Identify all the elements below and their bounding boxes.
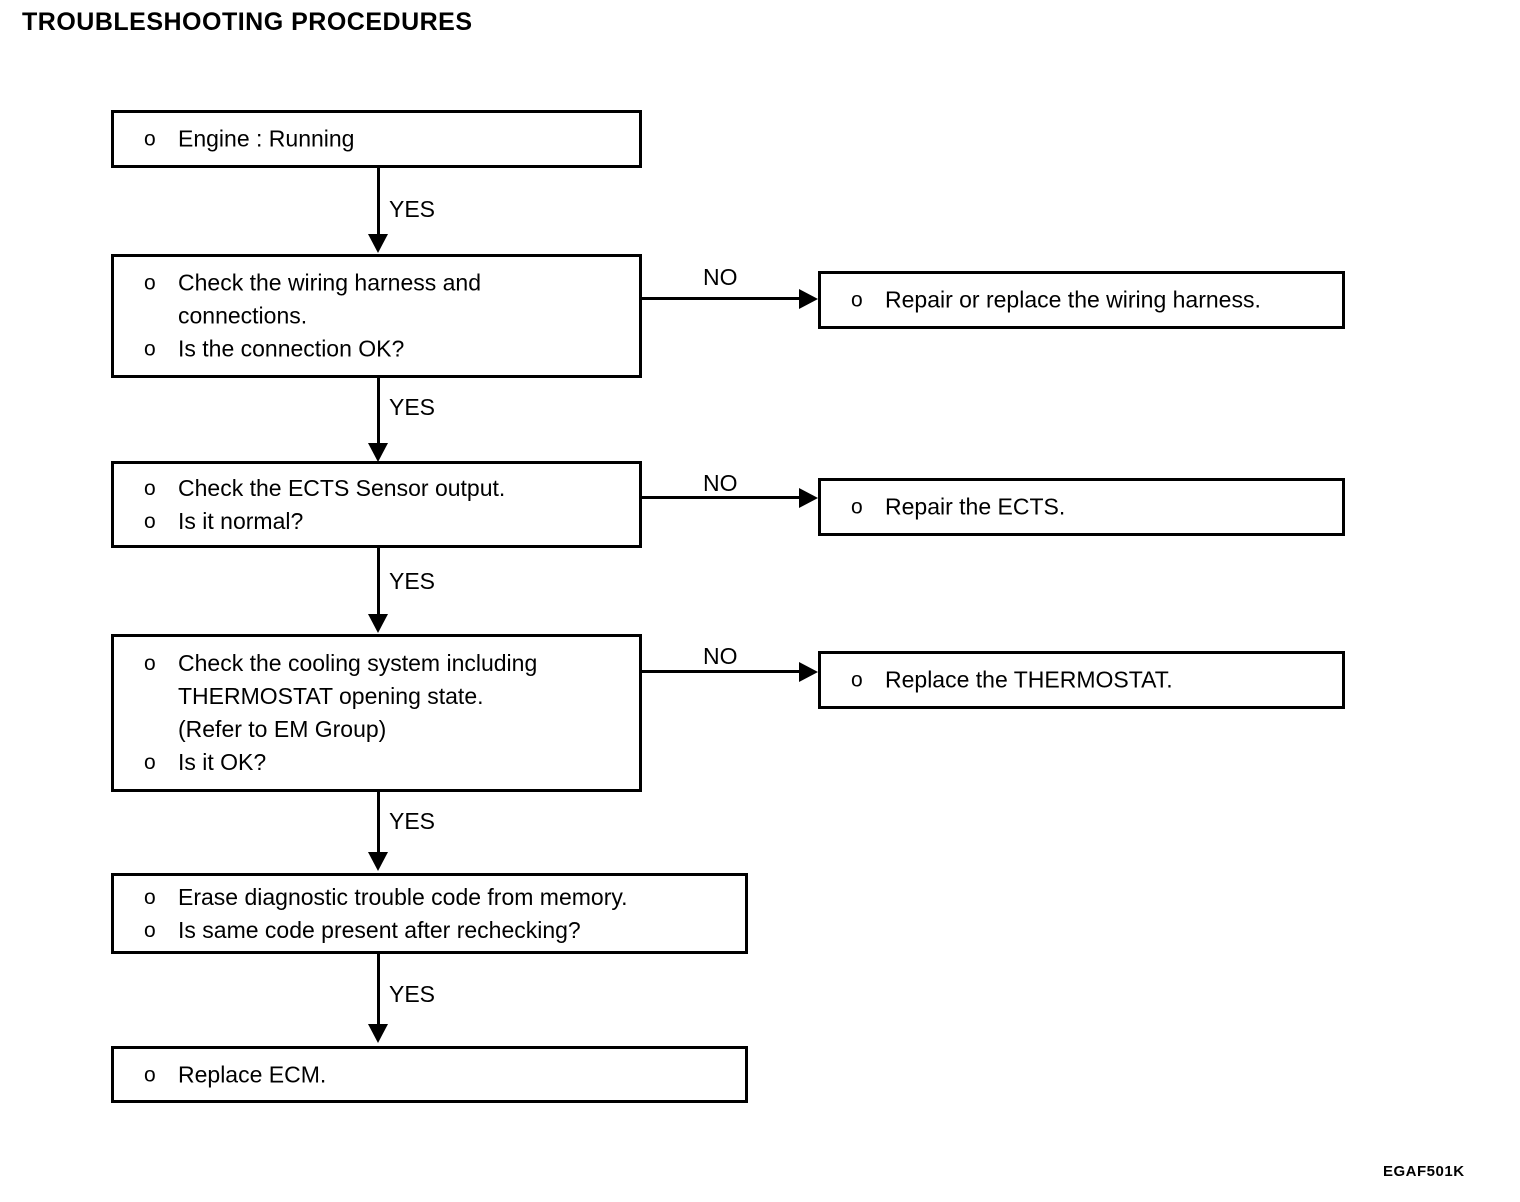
flow-box-line: o connections. <box>144 300 629 333</box>
arrow-right-no-1 <box>799 289 818 309</box>
flow-box-check-wiring-harness: o Check the wiring harness and o connect… <box>111 254 642 378</box>
flow-box-line: o (Refer to EM Group) <box>144 713 629 746</box>
bullet-marker: o <box>851 495 863 519</box>
edge-label-yes-3: YES <box>389 568 436 594</box>
flow-box-repair-ects: o Repair the ECTS. <box>818 478 1345 536</box>
page-title: TROUBLESHOOTING PROCEDURES <box>22 8 473 36</box>
flow-box-line: o Is same code present after rechecking? <box>144 914 735 947</box>
flow-box-line: o Replace ECM. <box>144 1058 735 1091</box>
arrow-down-yes-1 <box>368 234 388 253</box>
flow-box-text: THERMOSTAT opening state. <box>178 683 484 709</box>
arrow-right-no-3 <box>799 662 818 682</box>
edge-label-no-2: NO <box>703 470 738 496</box>
flow-box-text: Engine : Running <box>178 125 355 152</box>
flow-box-text: Is it OK? <box>178 749 267 775</box>
flow-box-replace-ecm: o Replace ECM. <box>111 1046 748 1103</box>
figure-reference-code: EGAF501K <box>1383 1163 1465 1180</box>
connector-yes-3 <box>377 548 380 616</box>
bullet-marker: o <box>144 885 156 909</box>
flow-box-line: o THERMOSTAT opening state. <box>144 680 629 713</box>
flow-box-line: o Replace the THERMOSTAT. <box>851 664 1332 697</box>
connector-yes-1 <box>377 168 380 236</box>
bullet-marker: o <box>144 509 156 533</box>
bullet-marker: o <box>851 288 863 312</box>
flow-box-text: Erase diagnostic trouble code from memor… <box>178 883 628 910</box>
flow-box-check-ects-sensor-output: o Check the ECTS Sensor output. o Is it … <box>111 461 642 548</box>
flow-box-text: connections. <box>178 302 308 329</box>
flow-box-text: (Refer to EM Group) <box>178 716 387 742</box>
bullet-marker: o <box>144 476 156 500</box>
bullet-marker: o <box>144 1063 156 1086</box>
flow-box-line: o Is it normal? <box>144 505 629 538</box>
connector-yes-5 <box>377 954 380 1026</box>
flow-box-replace-thermostat: o Replace the THERMOSTAT. <box>818 651 1345 709</box>
bullet-marker: o <box>144 271 156 295</box>
flow-box-text: Is the connection OK? <box>178 335 405 362</box>
arrow-down-yes-4 <box>368 852 388 871</box>
flow-box-check-cooling-system: o Check the cooling system including o T… <box>111 634 642 792</box>
flow-box-line: o Check the wiring harness and <box>144 267 629 300</box>
flow-box-line: o Check the cooling system including <box>144 647 629 680</box>
arrow-down-yes-5 <box>368 1024 388 1043</box>
edge-label-yes-1: YES <box>389 196 436 222</box>
connector-yes-4 <box>377 792 380 854</box>
connector-no-1 <box>642 297 809 300</box>
bullet-marker: o <box>851 668 863 692</box>
edge-label-no-1: NO <box>703 264 738 290</box>
flow-box-repair-wiring-harness: o Repair or replace the wiring harness. <box>818 271 1345 329</box>
bullet-marker: o <box>144 652 156 675</box>
bullet-marker: o <box>144 918 156 942</box>
flow-box-text: Is same code present after rechecking? <box>178 916 581 943</box>
flow-box-text: Check the wiring harness and <box>178 269 481 296</box>
flow-box-line: o Repair or replace the wiring harness. <box>851 284 1332 317</box>
edge-label-yes-5: YES <box>389 981 436 1007</box>
flow-box-text: Replace ECM. <box>178 1061 327 1087</box>
connector-no-3 <box>642 670 809 673</box>
flow-box-line: o Engine : Running <box>144 123 629 156</box>
flow-box-text: Check the ECTS Sensor output. <box>178 474 506 501</box>
arrow-down-yes-3 <box>368 614 388 633</box>
bullet-marker: o <box>144 751 156 774</box>
flow-box-line: o Check the ECTS Sensor output. <box>144 472 629 505</box>
bullet-marker: o <box>144 337 156 361</box>
edge-label-yes-2: YES <box>389 394 436 420</box>
flow-box-line: o Is it OK? <box>144 746 629 779</box>
arrow-down-yes-2 <box>368 443 388 462</box>
edge-label-no-3: NO <box>703 643 738 669</box>
connector-yes-2 <box>377 378 380 446</box>
flow-box-engine-running: o Engine : Running <box>111 110 642 168</box>
connector-no-2 <box>642 496 809 499</box>
flow-box-text: Is it normal? <box>178 507 304 534</box>
flow-box-line: o Repair the ECTS. <box>851 491 1332 524</box>
flow-box-text: Repair the ECTS. <box>885 493 1066 520</box>
flow-box-line: o Is the connection OK? <box>144 333 629 366</box>
flow-box-text: Check the cooling system including <box>178 650 538 676</box>
flow-box-erase-diagnostic-code: o Erase diagnostic trouble code from mem… <box>111 873 748 954</box>
flow-box-text: Repair or replace the wiring harness. <box>885 286 1261 313</box>
arrow-right-no-2 <box>799 488 818 508</box>
flow-box-text: Replace the THERMOSTAT. <box>885 666 1173 693</box>
edge-label-yes-4: YES <box>389 808 436 834</box>
bullet-marker: o <box>144 127 156 151</box>
flow-box-line: o Erase diagnostic trouble code from mem… <box>144 881 735 914</box>
